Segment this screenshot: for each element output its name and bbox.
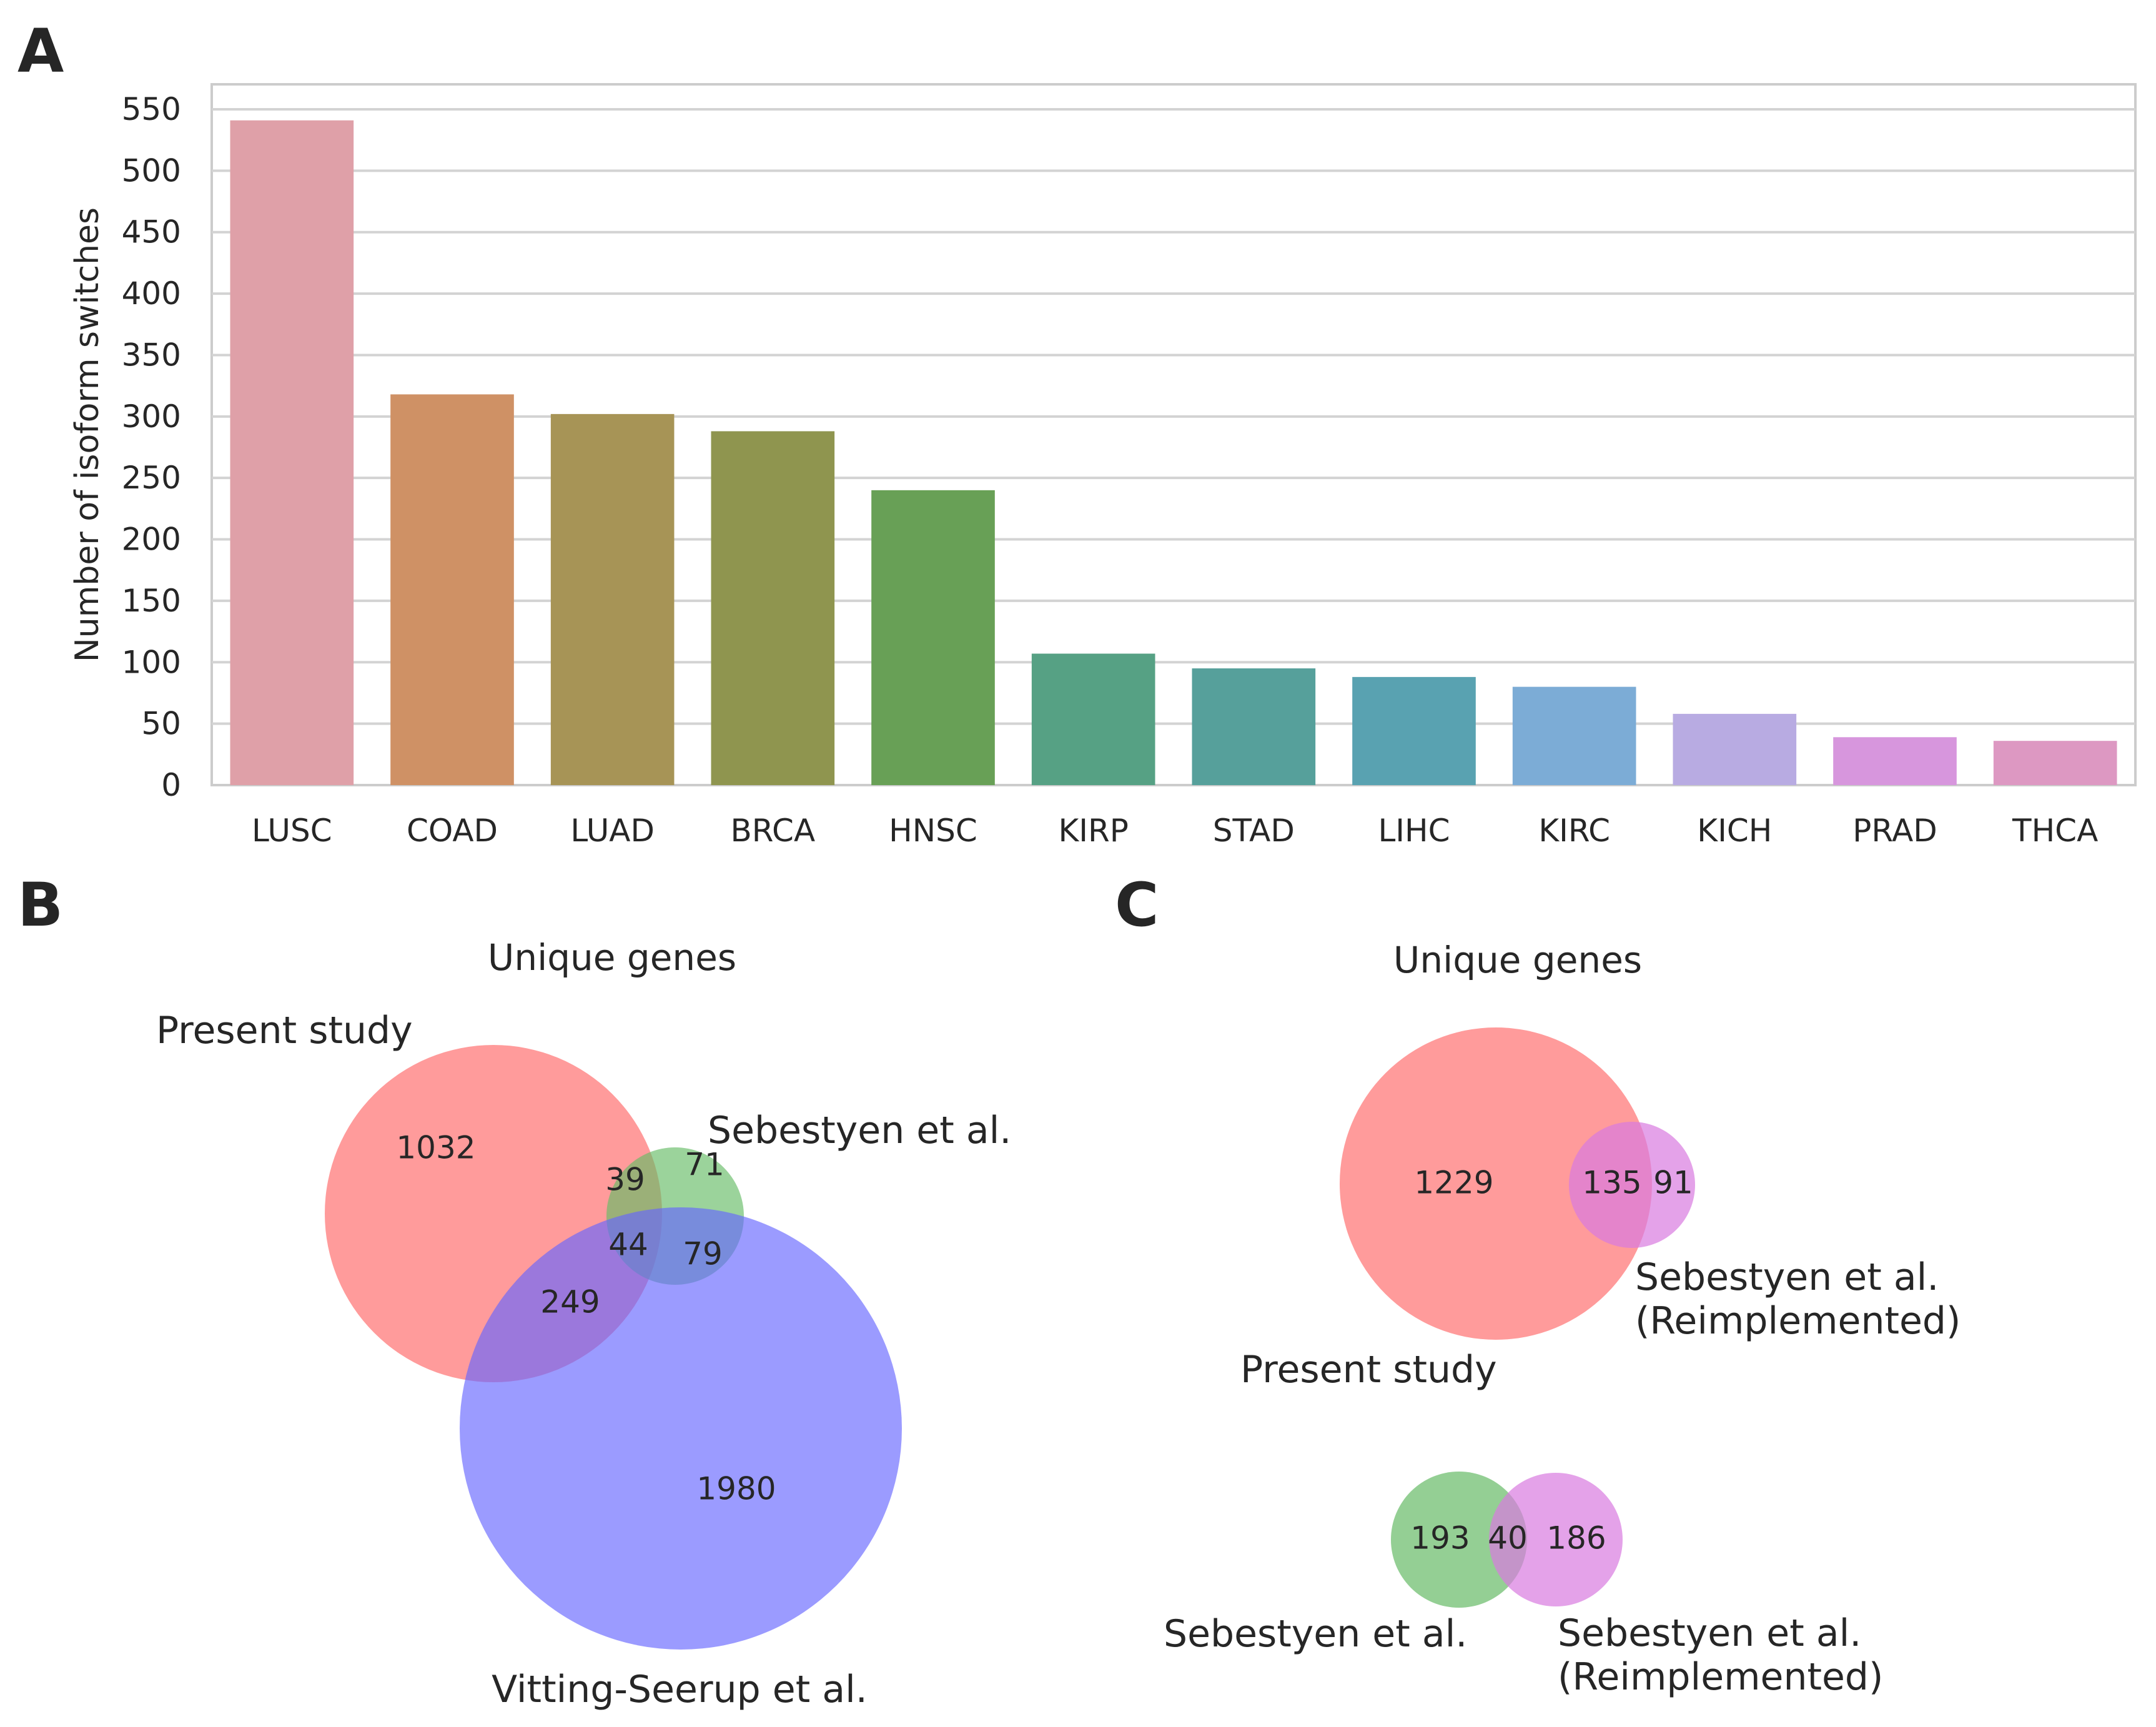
bar-thca xyxy=(1993,741,2117,785)
bar-hnsc xyxy=(871,490,995,785)
y-tick-label: 0 xyxy=(161,767,181,803)
y-tick-label: 100 xyxy=(122,644,181,680)
region-present-sebestyen: 39 xyxy=(605,1162,645,1198)
set-label-reimplemented-line1: Sebestyen et al. xyxy=(1558,1611,1861,1655)
bar-prad xyxy=(1833,737,1957,785)
circle-present-study xyxy=(1340,1027,1652,1340)
x-tick-label: LIHC xyxy=(1378,813,1450,849)
y-tick-labels: 0 50 100 150 200 250 300 350 400 450 500 550 xyxy=(122,91,181,803)
x-tick-label: KICH xyxy=(1697,813,1772,849)
x-tick-label: HNSC xyxy=(889,813,977,849)
x-tick-label: KIRP xyxy=(1058,813,1128,849)
panel-letter-b: B xyxy=(17,870,63,940)
circle-sebestyen xyxy=(1391,1472,1527,1608)
set-label-present-study: Present study xyxy=(1240,1348,1497,1392)
bar-lusc xyxy=(230,120,354,786)
bar-coad xyxy=(390,394,514,785)
y-tick-label: 250 xyxy=(122,460,181,496)
x-tick-label: COAD xyxy=(407,813,498,849)
set-label-reimplemented-line2: (Reimplemented) xyxy=(1635,1299,1961,1343)
y-tick-label: 50 xyxy=(141,706,181,742)
venn-title: Unique genes xyxy=(1393,939,1642,981)
venn-circles-top xyxy=(1340,1027,1695,1340)
y-tick-label: 500 xyxy=(122,152,181,189)
region-sebestyen-only: 71 xyxy=(685,1147,724,1183)
circle-vitting-seerup xyxy=(460,1207,902,1650)
bar-kirc xyxy=(1512,686,1636,785)
venn-circles xyxy=(325,1045,902,1650)
x-tick-labels: LUSC COAD LUAD BRCA HNSC KIRP STAD LIHC KIRC KICH… xyxy=(252,813,2098,849)
circle-sebestyen-reimplemented xyxy=(1489,1473,1623,1606)
x-tick-label: KIRC xyxy=(1538,813,1610,849)
region-sebestyen-only: 193 xyxy=(1410,1520,1470,1556)
bar-chart: 0 50 100 150 200 250 300 350 400 450 500 550 LUSC CO… xyxy=(69,83,2137,849)
x-tick-label: LUSC xyxy=(252,813,332,849)
x-tick-label: BRCA xyxy=(730,813,815,849)
bar-lihc xyxy=(1352,676,1476,785)
region-present-only: 1032 xyxy=(396,1130,475,1166)
y-tick-label: 300 xyxy=(122,398,181,435)
y-tick-label: 400 xyxy=(122,275,181,312)
set-label-vitting-seerup: Vitting-Seerup et al. xyxy=(492,1668,868,1711)
venn-title: Unique genes xyxy=(488,936,736,979)
bar-stad xyxy=(1192,668,1316,785)
y-tick-label: 200 xyxy=(122,522,181,558)
gridlines xyxy=(212,108,2135,725)
set-label-sebestyen: Sebestyen et al. xyxy=(708,1109,1011,1152)
set-label-present-study: Present study xyxy=(156,1009,413,1052)
region-vitting-only: 1980 xyxy=(696,1471,776,1507)
bars xyxy=(230,120,2117,786)
panel-letter-c: C xyxy=(1115,870,1159,940)
set-label-sebestyen: Sebestyen et al. xyxy=(1164,1612,1467,1656)
set-label-reimplemented-line1: Sebestyen et al. xyxy=(1635,1255,1939,1299)
region-sebestyen-vitting: 79 xyxy=(683,1236,723,1272)
y-tick-label: 550 xyxy=(122,91,181,127)
y-tick-label: 150 xyxy=(122,583,181,619)
x-tick-label: LUAD xyxy=(570,813,655,849)
x-tick-label: THCA xyxy=(2012,813,2098,849)
x-tick-label: PRAD xyxy=(1852,813,1937,849)
circle-sebestyen-reimplemented xyxy=(1569,1122,1695,1248)
region-reimplemented-only: 91 xyxy=(1653,1165,1693,1201)
region-present-vitting: 249 xyxy=(540,1284,600,1320)
bar-kich xyxy=(1673,713,1797,785)
region-present-only: 1229 xyxy=(1414,1165,1493,1201)
venn-diagram-three-sets: Unique genes Present study Sebestyen et … xyxy=(156,936,1011,1711)
region-all-three: 44 xyxy=(608,1227,648,1263)
venn-circles-bottom xyxy=(1391,1472,1623,1608)
y-tick-label: 450 xyxy=(122,214,181,250)
region-sebestyen-reimplemented: 40 xyxy=(1488,1520,1528,1556)
y-axis-label: Number of isoform switches xyxy=(69,207,106,662)
bar-kirp xyxy=(1031,653,1155,785)
bar-brca xyxy=(711,431,835,785)
x-tick-label: STAD xyxy=(1213,813,1295,849)
bar-luad xyxy=(550,413,675,785)
venn-diagrams-two-sets: Unique genes 1229 135 91 Present study S… xyxy=(1164,939,1961,1699)
region-present-reimplemented: 135 xyxy=(1582,1165,1641,1201)
set-label-reimplemented-line2: (Reimplemented) xyxy=(1558,1655,1883,1699)
plot-area xyxy=(210,83,2137,786)
region-reimplemented-only: 186 xyxy=(1546,1520,1606,1556)
panel-letter-a: A xyxy=(17,16,64,86)
y-tick-label: 350 xyxy=(122,337,181,373)
